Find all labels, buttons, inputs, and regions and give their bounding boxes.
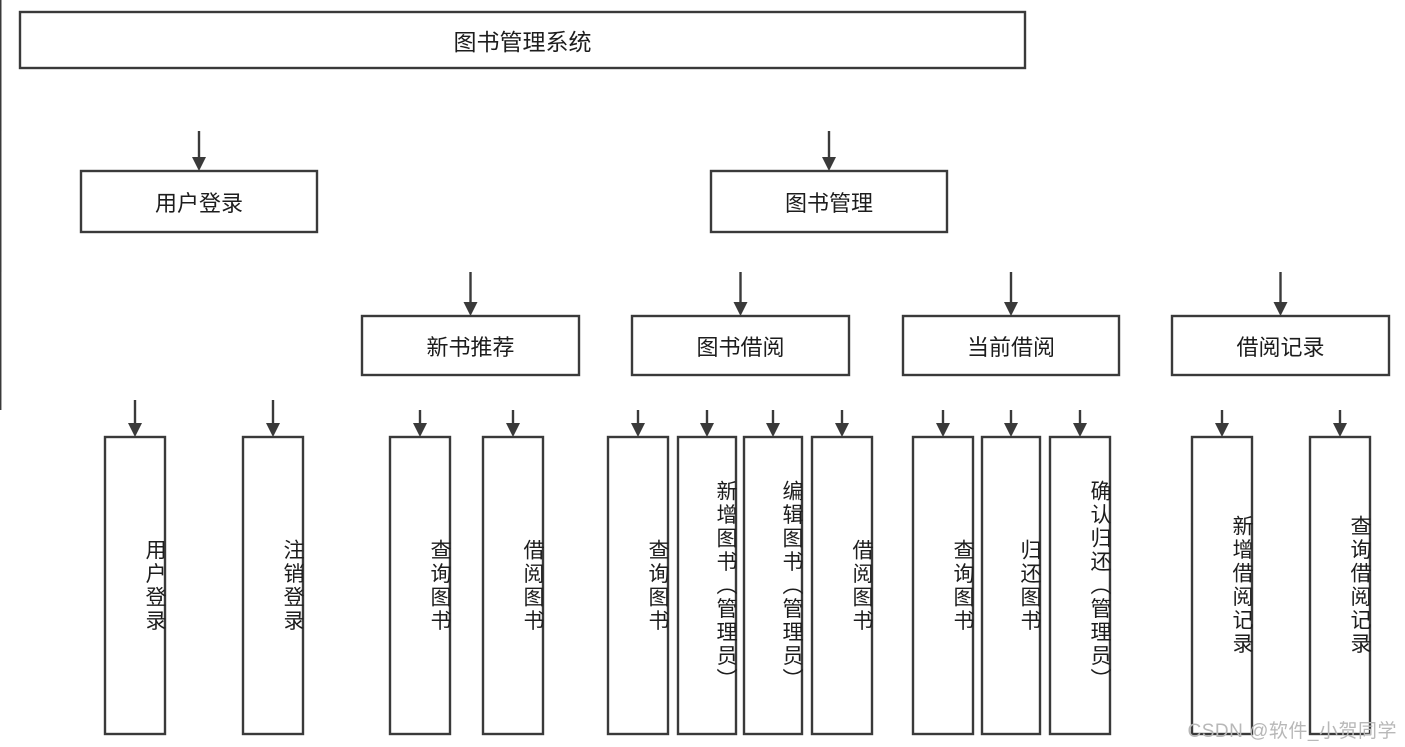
node-box-leaf-edit-book-admin[interactable] [742,435,804,736]
node-box-leaf-query-book-borrow[interactable] [606,435,670,736]
node-box-leaf-query-book-new[interactable] [388,435,452,736]
node-box-user-login[interactable] [79,169,319,234]
node-box-new-book-recommend[interactable] [360,314,581,377]
arrow-head-icon [1004,302,1018,316]
node-box-leaf-add-borrow-record[interactable] [1190,435,1254,736]
node-box-leaf-borrow-book-new[interactable] [481,435,545,736]
arrow-head-icon [700,423,714,437]
boxes-layer [18,10,1391,736]
node-box-leaf-user-login[interactable] [103,435,167,736]
arrow-head-icon [463,302,478,316]
arrow-head-icon [1215,423,1229,437]
arrow-head-icon [1073,423,1087,437]
arrow-head-icon [128,423,142,437]
node-box-book-borrow[interactable] [630,314,851,377]
arrow-head-icon [192,157,206,171]
arrow-head-icon [733,302,748,316]
arrow-head-icon [1004,423,1018,437]
node-box-leaf-borrow-book[interactable] [810,435,874,736]
node-box-root[interactable] [18,10,1027,70]
arrow-head-icon [766,423,780,437]
node-box-leaf-add-book-admin[interactable] [676,435,738,736]
node-box-leaf-confirm-return-admin[interactable] [1048,435,1112,736]
node-box-leaf-return-book[interactable] [980,435,1042,736]
arrow-head-icon [822,157,836,171]
node-box-leaf-query-book-current[interactable] [911,435,975,736]
arrow-head-icon [1333,423,1347,437]
node-box-book-management[interactable] [709,169,949,234]
node-box-current-borrow[interactable] [901,314,1121,377]
node-box-borrow-records[interactable] [1170,314,1391,377]
arrow-head-icon [1273,302,1288,316]
arrow-head-icon [936,423,950,437]
node-box-leaf-logout[interactable] [241,435,305,736]
node-box-leaf-query-borrow-record[interactable] [1308,435,1372,736]
arrow-head-icon [413,423,427,437]
connectors-layer [0,0,1347,437]
arrow-head-icon [506,423,520,437]
arrow-head-icon [266,423,280,437]
arrow-head-icon [835,423,849,437]
arrow-head-icon [631,423,645,437]
